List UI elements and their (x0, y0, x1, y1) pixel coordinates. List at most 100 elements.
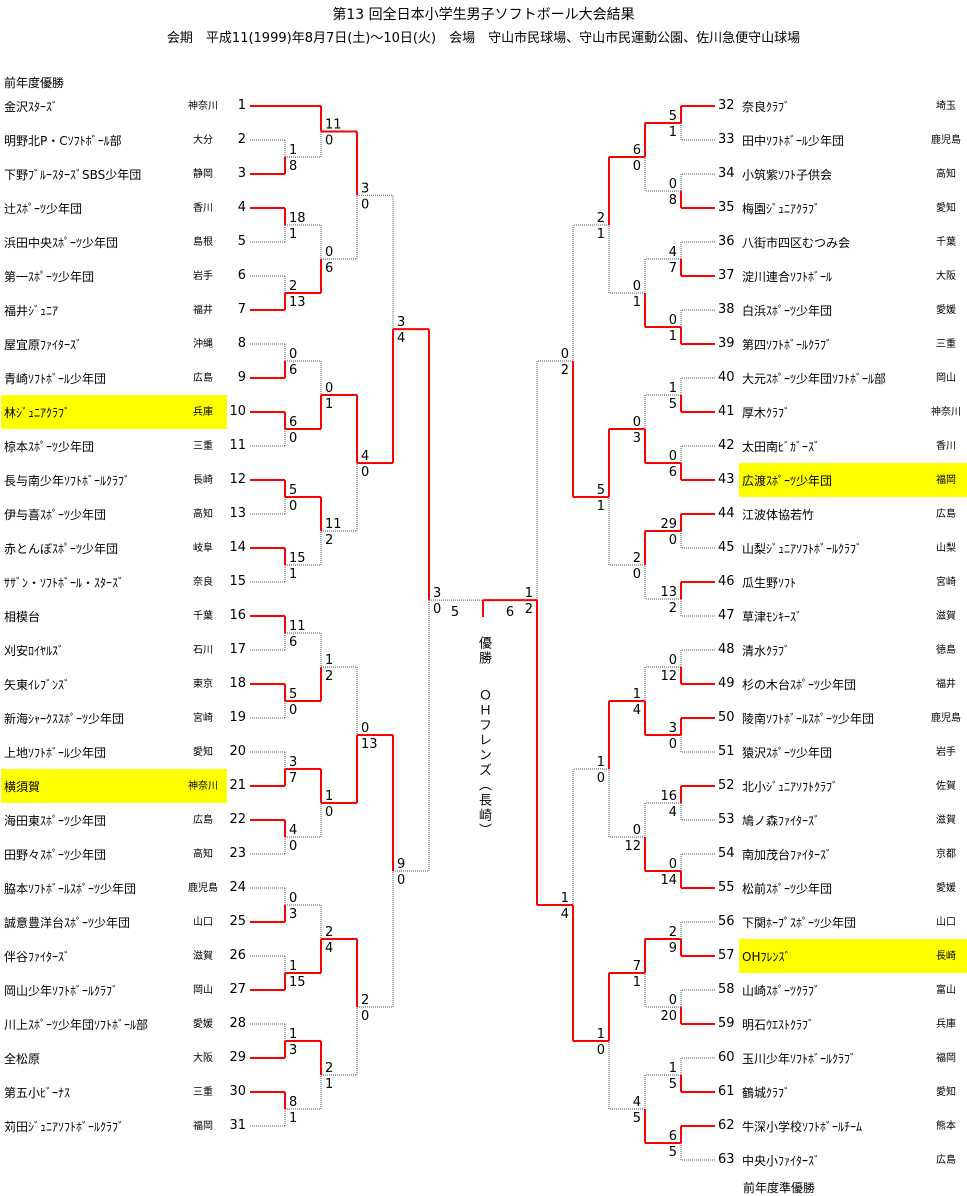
team-prefecture: 愛媛 (193, 1019, 213, 1030)
team-name: 玉川少年ｿﾌﾄﾎﾞｰﾙｸﾗﾌﾞ (742, 1052, 857, 1066)
score: 4 (289, 823, 297, 838)
score: 3 (669, 721, 677, 736)
team-seed: 34 (718, 166, 735, 181)
score: 0 (597, 771, 605, 786)
score: 0 (361, 1009, 369, 1024)
team-prefecture: 香川 (193, 203, 213, 214)
score: 3 (633, 431, 641, 446)
team-name: OHﾌﾚﾝｽﾞ (742, 950, 791, 964)
team-seed: 46 (718, 574, 735, 589)
score: 6 (669, 1129, 677, 1144)
team-seed: 10 (229, 404, 246, 419)
team-prefecture: 岡山 (193, 985, 213, 996)
score: 1 (597, 227, 605, 242)
event-info: 会期 平成11(1999)年8月7日(土)～10日(火) 会場 守山市民球場、守… (166, 31, 801, 46)
champion-team: ＯＨフレンズ（長崎） (476, 688, 491, 838)
team-prefecture: 鹿児島 (188, 883, 218, 894)
team-name: 明野北P・Cｿﾌﾄﾎﾞｰﾙ部 (4, 134, 122, 148)
team-seed: 26 (229, 948, 246, 963)
score: 3 (289, 907, 297, 922)
team-seed: 54 (718, 846, 735, 861)
team-prefecture: 長崎 (936, 951, 956, 962)
team-seed: 63 (718, 1152, 735, 1167)
score: 2 (325, 669, 333, 684)
score: 4 (561, 907, 569, 922)
highlight-bar (1, 395, 227, 429)
team-prefecture: 宮崎 (936, 577, 956, 588)
team-seed: 8 (237, 336, 246, 351)
score: 2 (289, 279, 297, 294)
team-prefecture: 福岡 (193, 1121, 213, 1132)
score: 0 (289, 347, 297, 362)
team-prefecture: 高知 (936, 169, 956, 180)
score: 1 (633, 295, 641, 310)
score: 2 (633, 551, 641, 566)
team-seed: 11 (229, 438, 246, 453)
team-prefecture: 山口 (936, 917, 956, 928)
score: 4 (325, 941, 333, 956)
team-prefecture: 広島 (193, 373, 213, 384)
team-seed: 40 (718, 370, 735, 385)
team-prefecture: 大阪 (936, 271, 956, 282)
team-prefecture: 福井 (936, 679, 956, 690)
score: 9 (669, 941, 677, 956)
team-prefecture: 三重 (936, 339, 956, 350)
score: 20 (660, 1009, 677, 1024)
highlight-bar (739, 939, 967, 973)
team-name: 青崎ｿﾌﾄﾎﾞｰﾙ少年団 (4, 372, 107, 386)
team-name: 屋宜原ﾌｧｲﾀｰｽﾞ (4, 338, 83, 352)
team-seed: 19 (229, 710, 246, 725)
team-prefecture: 岐阜 (193, 543, 213, 554)
team-name: 浜田中央ｽﾎﾟｰﾂ少年団 (4, 236, 119, 250)
team-seed: 36 (718, 234, 735, 249)
score: 3 (397, 315, 405, 330)
score: 0 (669, 653, 677, 668)
score: 1 (289, 959, 297, 974)
score: 13 (361, 737, 378, 752)
score: 1 (289, 567, 297, 582)
team-prefecture: 福井 (193, 305, 213, 316)
team-prefecture: 滋賀 (936, 815, 956, 826)
team-prefecture: 三重 (193, 1087, 213, 1098)
team-seed: 39 (718, 336, 735, 351)
score: 2 (361, 993, 369, 1008)
score: 2 (325, 925, 333, 940)
score: 2 (561, 363, 569, 378)
team-prefecture: 広島 (936, 509, 956, 520)
score: 1 (289, 227, 297, 242)
team-name: 陵南ｿﾌﾄﾎﾞｰﾙｽﾎﾟｰﾂ少年団 (742, 712, 875, 726)
team-name: 第一ｽﾎﾟｰﾂ少年団 (4, 270, 95, 284)
team-seed: 17 (229, 642, 246, 657)
score: 5 (597, 483, 605, 498)
team-seed: 61 (718, 1084, 735, 1099)
final-score: 5 (451, 605, 459, 620)
team-name: 誠意豊洋台ｽﾎﾟｰﾂ少年団 (4, 916, 131, 930)
score: 3 (361, 181, 369, 196)
team-prefecture: 神奈川 (931, 407, 961, 418)
team-name: 福井ｼﾞｭﾆｱ (4, 304, 59, 318)
team-prefecture: 島根 (193, 237, 213, 248)
score: 1 (325, 397, 333, 412)
score: 2 (525, 602, 533, 617)
team-name: 鶴城ｸﾗﾌﾞ (742, 1086, 791, 1100)
final-score: 6 (506, 605, 514, 620)
score: 5 (669, 397, 677, 412)
team-name: 田中ｿﾌﾄﾎﾞｰﾙ少年団 (742, 134, 845, 148)
team-prefecture: 香川 (936, 441, 956, 452)
team-prefecture: 東京 (193, 679, 213, 690)
score: 0 (289, 891, 297, 906)
team-name: 林ｼﾞｭﾆｱｸﾗﾌﾞ (4, 406, 71, 420)
team-prefecture: 山梨 (936, 543, 956, 554)
team-seed: 7 (237, 302, 246, 317)
team-name: 北小ｼﾞｭﾆｱｿﾌﾄｸﾗﾌﾞ (742, 780, 839, 794)
team-prefecture: 神奈川 (188, 781, 218, 792)
team-name: 八街市四区むつみ会 (742, 236, 851, 250)
team-seed: 5 (237, 234, 246, 249)
score: 6 (633, 143, 641, 158)
team-prefecture: 広島 (193, 815, 213, 826)
team-name: 田野々ｽﾎﾟｰﾂ少年団 (4, 848, 107, 862)
team-name: 椋本ｽﾎﾟｰﾂ少年団 (4, 440, 95, 454)
score: 1 (325, 1077, 333, 1092)
team-name: 下野ﾌﾞﾙｰｽﾀｰｽﾞSBS少年団 (4, 168, 142, 182)
score: 6 (325, 261, 333, 276)
